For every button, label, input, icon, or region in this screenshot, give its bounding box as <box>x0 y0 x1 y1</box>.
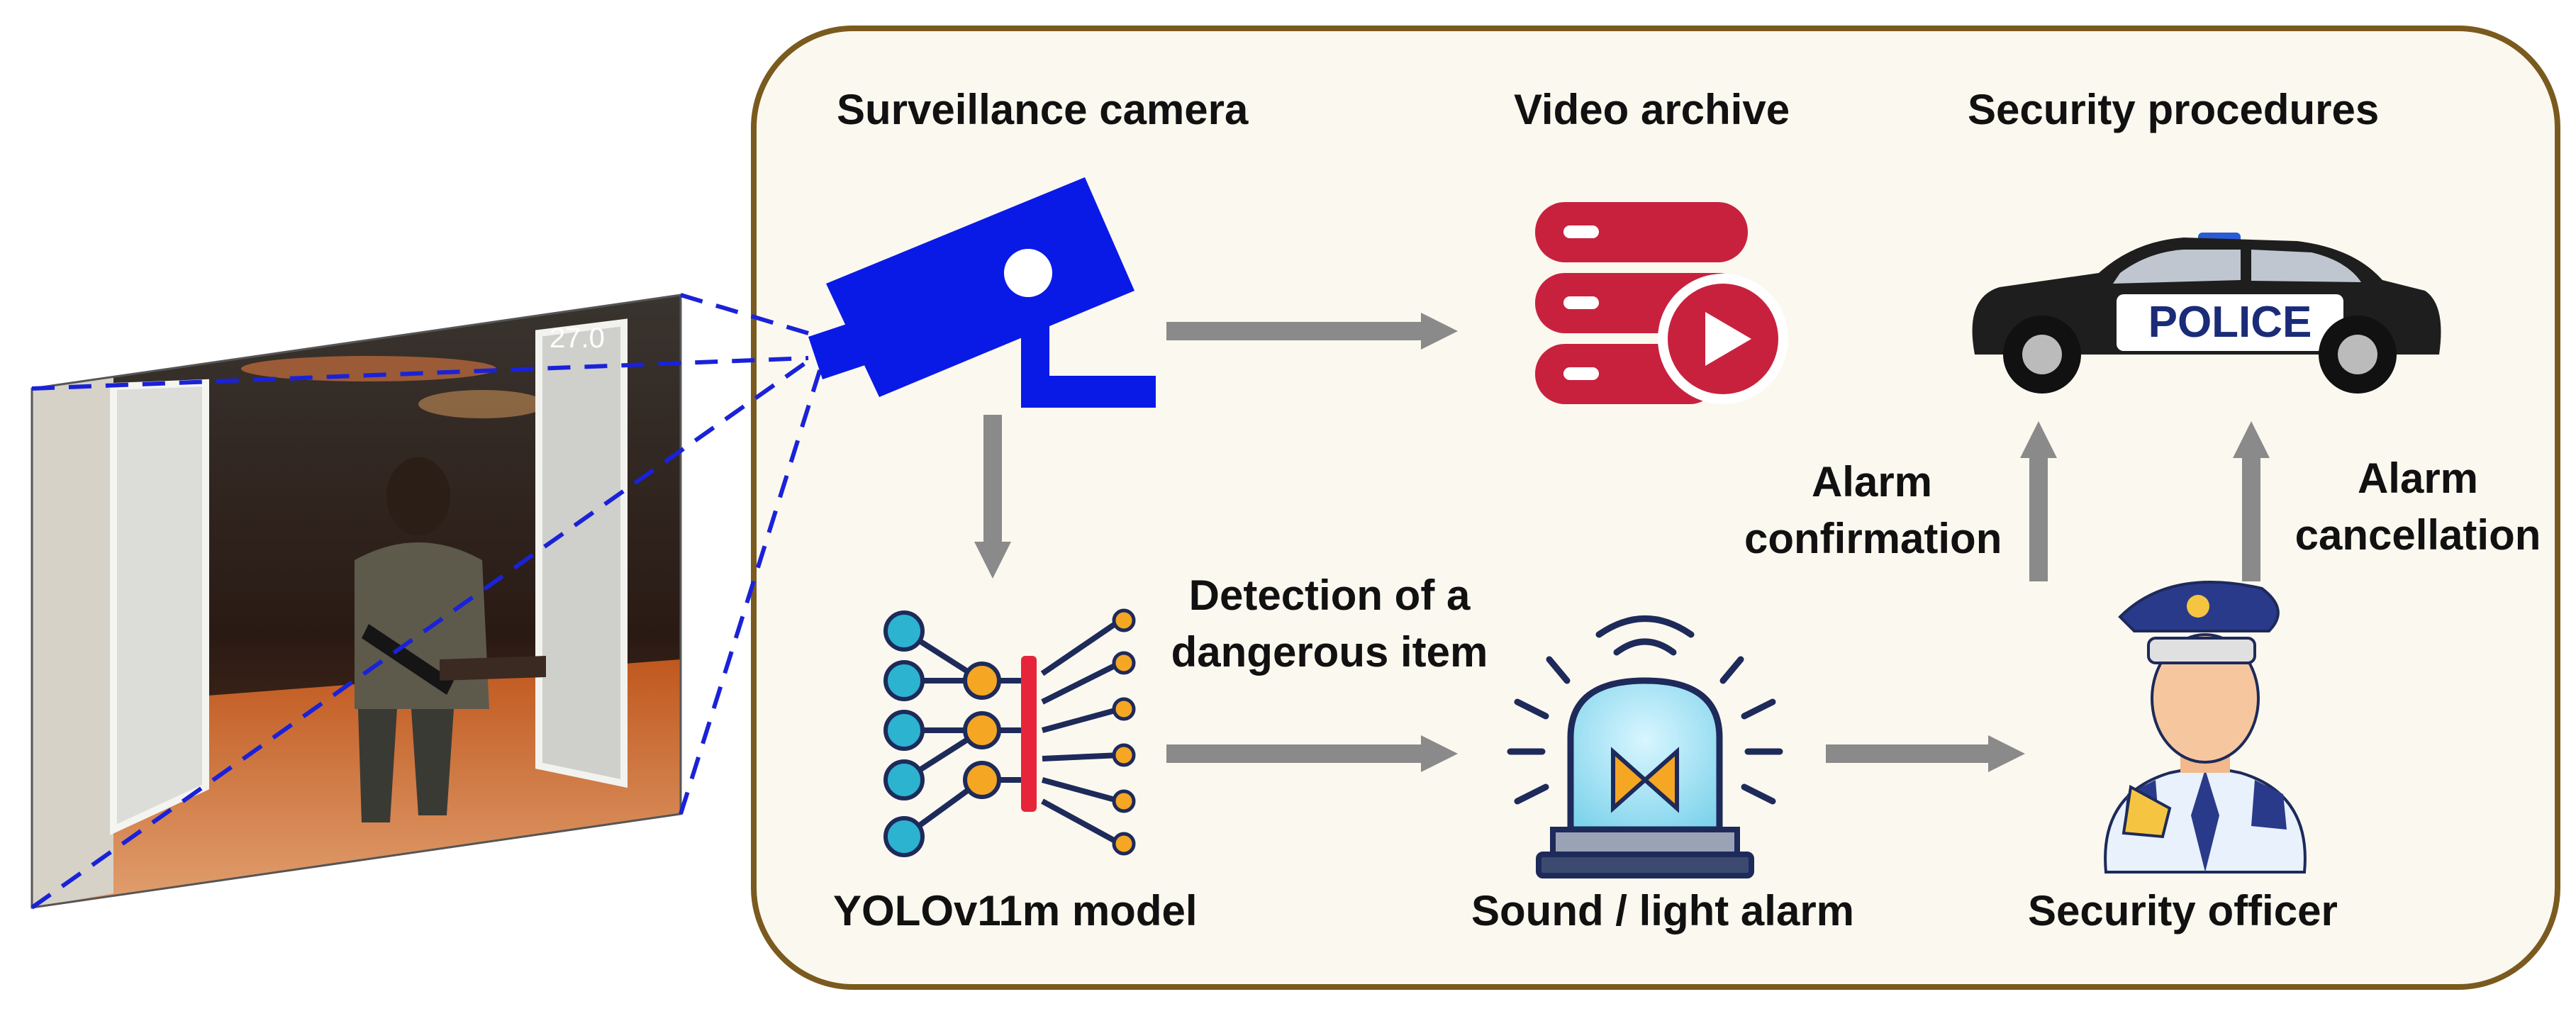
cancellation-line2: cancellation <box>2295 511 2541 559</box>
confirmation-line2: confirmation <box>1744 515 2002 562</box>
camera-view-lines <box>30 293 825 910</box>
label-surveillance-camera: Surveillance camera <box>837 86 1249 133</box>
label-yolo-model: YOLOv11m model <box>833 887 1198 934</box>
label-alarm-cancellation: Alarm cancellation <box>2283 450 2553 564</box>
camera-icon <box>808 177 1156 408</box>
cancellation-line1: Alarm <box>2357 454 2479 502</box>
police-car-icon: POLICE <box>1972 233 2441 394</box>
label-detection: Detection of a dangerous item <box>1163 567 1496 681</box>
feed-timestamp: 27.0 <box>550 323 605 354</box>
label-alarm-confirmation: Alarm confirmation <box>1744 454 2002 567</box>
police-sign: POLICE <box>2148 298 2312 347</box>
detection-line2: dangerous item <box>1171 628 1488 676</box>
confirmation-line1: Alarm <box>1811 458 1933 506</box>
detection-line1: Detection of a <box>1188 571 1471 619</box>
label-security-officer: Security officer <box>2028 887 2338 934</box>
alarm-beacon-icon <box>1507 615 1783 878</box>
security-officer-icon <box>2104 581 2307 874</box>
camera-feed-image: 27.0 <box>30 294 682 909</box>
flow-arrows <box>974 313 2270 772</box>
label-sound-light-alarm: Sound / light alarm <box>1471 887 1855 934</box>
neural-network-icon <box>883 608 1136 857</box>
label-security-procedures: Security procedures <box>1968 86 2380 133</box>
video-archive-icon <box>1535 202 1788 404</box>
label-video-archive: Video archive <box>1514 86 1790 133</box>
